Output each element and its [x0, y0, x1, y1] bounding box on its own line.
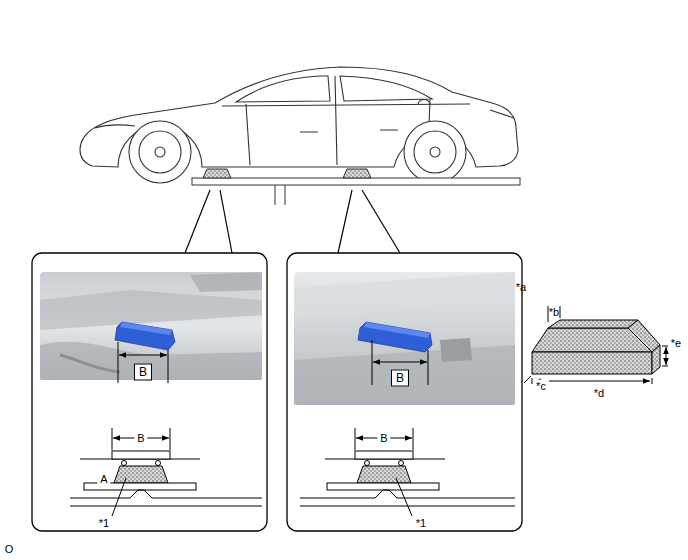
- detail-panel: [355, 451, 413, 459]
- detail-panel: [327, 483, 439, 490]
- detail-panel: [112, 451, 170, 459]
- car-side-view: [155, 147, 165, 157]
- rubber-block: [532, 352, 652, 374]
- vehicle-lift: [203, 169, 231, 178]
- callout-line: [185, 190, 400, 253]
- callout-letter: *c: [533, 380, 549, 393]
- detail-panel: [120, 322, 172, 335]
- detail-panel: [112, 478, 126, 516]
- detail-panel: [440, 338, 472, 362]
- detail-panel: [358, 322, 432, 352]
- vehicle-lift: [285, 185, 286, 205]
- callout-line: [220, 190, 232, 253]
- detail-panel: [373, 362, 427, 363]
- callout-line: [185, 190, 210, 253]
- car-side-view: [490, 110, 514, 118]
- callout-line: [338, 190, 352, 253]
- vehicle-lift: [343, 169, 371, 178]
- part-label: A: [97, 473, 110, 486]
- car-side-view: [95, 125, 135, 128]
- callout-letter: *a: [515, 281, 527, 294]
- detail-panel: [287, 253, 522, 531]
- car-side-view: [246, 104, 250, 165]
- detail-panel: [287, 253, 522, 531]
- car-side-view: [139, 131, 181, 173]
- callout-letter: *e: [670, 337, 682, 350]
- detail-panel: [32, 253, 267, 531]
- rubber-block: [524, 376, 531, 383]
- dimension-label: B: [134, 432, 147, 445]
- detail-panel: [156, 461, 161, 466]
- detail-panel: [40, 272, 262, 380]
- rubber-block: [524, 306, 668, 384]
- car-side-view: [418, 100, 430, 105]
- callout-letter: *d: [591, 387, 607, 400]
- detail-panel: [355, 428, 356, 450]
- car-side-view: [340, 76, 432, 101]
- detail-panel: [428, 350, 429, 385]
- detail-panel: [300, 428, 515, 516]
- detail-panel: [168, 350, 169, 383]
- detail-panel: [112, 428, 113, 450]
- detail-panel: [294, 272, 515, 405]
- dimension-label: B: [377, 432, 390, 445]
- rubber-block: [548, 306, 549, 322]
- detail-panel: [122, 461, 127, 466]
- car-side-view: [335, 76, 337, 165]
- car-side-view: [236, 76, 330, 102]
- rubber-block: [662, 346, 668, 347]
- car-side-view: [129, 121, 191, 183]
- callout-line: [362, 190, 400, 253]
- detail-panel: [365, 461, 370, 466]
- detail-panel: [372, 340, 373, 385]
- detail-panel: [40, 342, 262, 380]
- detail-panel: [118, 342, 119, 383]
- callout-letter: *b: [548, 306, 560, 319]
- detail-panel: [294, 345, 515, 405]
- detail-panel: [115, 322, 175, 350]
- detail-panel: [70, 506, 262, 507]
- detail-panel: [364, 322, 430, 338]
- vehicle-lift: [192, 178, 520, 185]
- car-side-view: [222, 104, 470, 106]
- detail-panel: [60, 355, 120, 372]
- rubber-block: [662, 366, 668, 367]
- detail-panel: [170, 428, 171, 450]
- detail-panel: [399, 461, 404, 466]
- rubber-block: [652, 378, 653, 384]
- detail-panel: [300, 490, 515, 498]
- car-side-view: [404, 121, 466, 183]
- dimension-label: B: [134, 364, 152, 381]
- detail-panel: [114, 466, 168, 483]
- figure-code: O: [4, 543, 15, 556]
- rubber-block: [560, 306, 561, 318]
- callout-number: *1: [96, 517, 112, 530]
- callout-number: *1: [413, 517, 429, 530]
- detail-panel: [118, 342, 168, 383]
- car-side-view: [300, 130, 398, 132]
- rubber-block: [628, 320, 660, 352]
- detail-panel: [190, 272, 262, 292]
- dimension-label: B: [391, 370, 409, 387]
- detail-panel: [119, 355, 167, 356]
- rubber-block: [652, 345, 660, 374]
- rubber-block: [534, 381, 650, 382]
- vehicle-lift: [275, 185, 276, 205]
- detail-panel: [70, 428, 262, 516]
- rubber-block: [524, 306, 668, 384]
- detail-panel: [70, 490, 262, 498]
- car-side-view: [80, 67, 518, 183]
- detail-panel: [413, 428, 414, 450]
- detail-panel: [357, 466, 411, 483]
- detail-panel: [396, 478, 412, 516]
- detail-panel: [32, 253, 267, 531]
- car-side-view: [430, 147, 440, 157]
- car-side-view: [414, 131, 456, 173]
- vehicle-lift: [192, 169, 520, 205]
- detail-panel: [40, 290, 262, 330]
- detail-panel: [294, 272, 515, 318]
- rubber-block: [666, 347, 667, 365]
- rubber-block: [548, 320, 638, 328]
